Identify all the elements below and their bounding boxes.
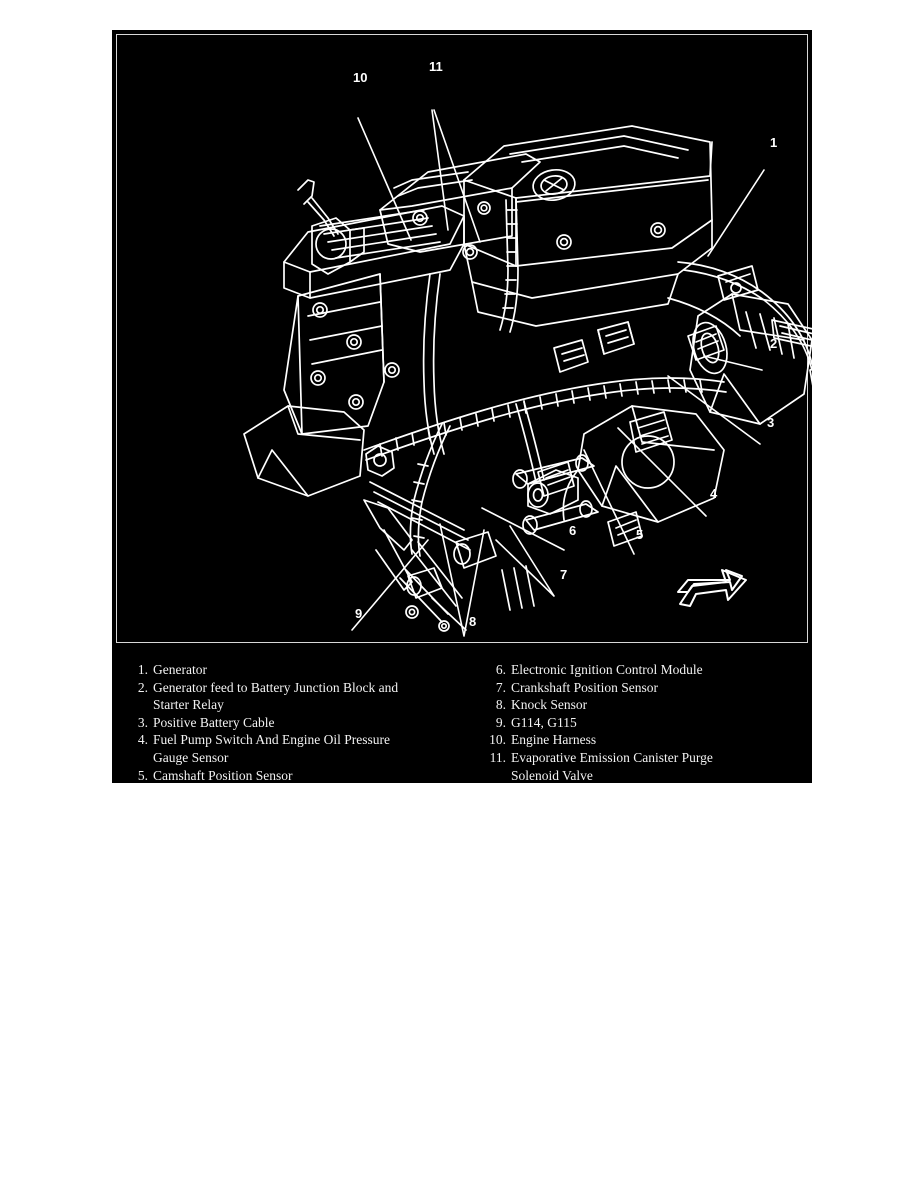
legend-label-continued: Solenoid Valve [511,767,593,783]
engine-diagram-area: 10 11 1 2 3 4 5 6 7 8 9 [112,30,812,647]
callout-7: 7 [560,567,568,582]
legend-label: Generator [153,662,207,677]
legend-label: Crankshaft Position Sensor [511,679,658,695]
legend-right-column: 6. Electronic Ignition Control Module 7.… [480,661,810,784]
legend-label: Knock Sensor [511,697,588,713]
legend-number: 11. [489,749,506,765]
legend-item-10: 10. Engine Harness [480,731,810,749]
legend-number: 8. [495,697,506,713]
legend-item-4: 4. Fuel Pump Switch And Engine Oil Press… [122,731,472,766]
legend-label: G114, G115 [511,714,577,730]
legend-number: 4. [137,732,148,748]
legend-item-2: 2. Generator feed to Battery Junction Bl… [122,679,472,714]
callout-2: 2 [770,336,778,351]
callout-3: 3 [767,415,775,430]
legend-item-11: 11. Evaporative Emission Canister Purge … [480,749,810,784]
legend-label: Positive Battery Cable [153,714,275,730]
legend-number: 2. [137,679,148,695]
legend-number: 10. [489,732,506,748]
legend-item-9: 9. G114, G115 [480,714,810,732]
legend-label: Fuel Pump Switch And Engine Oil Pressure [153,732,390,748]
legend-item-1: 1. Generator [122,661,472,679]
legend-item-3: 3. Positive Battery Cable [122,714,472,732]
legend-item-7: 7. Crankshaft Position Sensor [480,679,810,697]
legend-label-continued: Starter Relay [153,697,224,713]
legend-label: Evaporative Emission Canister Purge [511,749,713,765]
callout-4: 4 [710,486,718,501]
callout-8: 8 [469,614,477,629]
engine-component-figure-panel: 10 11 1 2 3 4 5 6 7 8 9 1. Generator 2. … [112,30,812,783]
legend-item-8: 8. Knock Sensor [480,696,810,714]
callout-6: 6 [569,523,577,538]
callout-5: 5 [636,527,644,542]
front-of-vehicle-arrow [677,569,747,607]
legend-number: 3. [137,714,148,730]
legend-left-column: 1. Generator 2. Generator feed to Batter… [122,661,472,784]
callout-10: 10 [353,70,368,85]
engine-line-art [243,109,812,637]
legend-label: Engine Harness [511,732,597,748]
legend-number: 5. [137,767,148,783]
legend-number: 7. [495,679,506,695]
legend-number: 9. [495,714,506,730]
legend-number: 1. [137,662,148,677]
callout-1: 1 [770,135,778,150]
legend-label: Generator feed to Battery Junction Block… [153,679,399,695]
legend-item-5: 5. Camshaft Position Sensor [122,767,472,785]
callout-11: 11 [429,59,443,74]
legend-label: Electronic Ignition Control Module [511,662,703,677]
legend-label: Camshaft Position Sensor [153,767,293,783]
component-legend: 1. Generator 2. Generator feed to Batter… [112,647,812,783]
legend-number: 6. [495,662,506,677]
callout-9: 9 [355,606,363,621]
legend-label-continued: Gauge Sensor [153,749,229,765]
legend-item-6: 6. Electronic Ignition Control Module [480,661,810,679]
